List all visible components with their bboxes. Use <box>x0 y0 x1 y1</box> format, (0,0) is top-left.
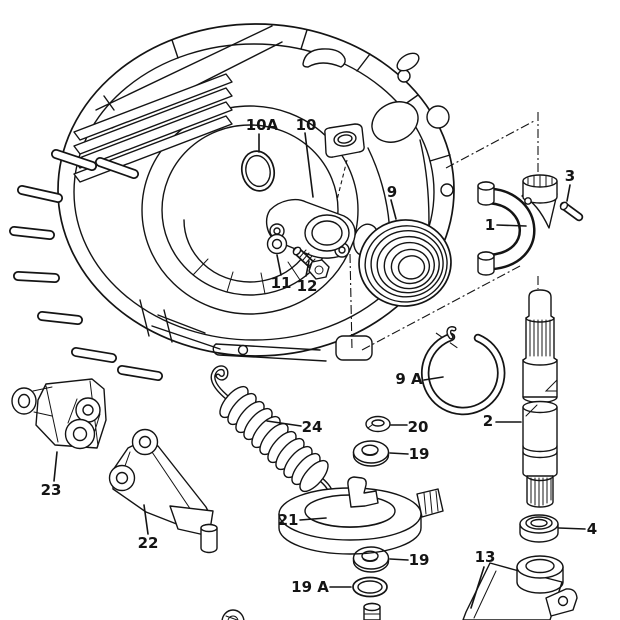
guide-tube-nut <box>324 123 365 158</box>
shaft-upper-2 <box>522 289 558 404</box>
bracket-23 <box>11 378 107 450</box>
release-ring-21 <box>278 476 444 555</box>
part-label-9: 9 <box>387 183 397 201</box>
part-label-24: 24 <box>302 418 323 436</box>
bottom-stud <box>363 602 381 620</box>
part-label-10: 10 <box>296 116 317 134</box>
retaining-clip-9a <box>420 326 506 416</box>
bracket-22 <box>108 428 218 554</box>
shaft-lower-2 <box>522 400 558 508</box>
part-label-19a: 19 A <box>291 578 329 596</box>
clutch-guide-tube <box>265 198 380 259</box>
part-label-19-lower: 19 <box>409 551 430 569</box>
spring-24 <box>210 365 334 508</box>
callout-labels: 10A 10 9 3 1 11 12 9 A 2 24 20 19 23 22 … <box>41 116 598 596</box>
part-label-20: 20 <box>408 418 429 436</box>
pin-3 <box>559 201 584 222</box>
part-label-3: 3 <box>565 167 575 185</box>
bearing-ring-4 <box>519 514 559 543</box>
bracket-13 <box>462 555 578 620</box>
part-label-9a: 9 A <box>395 370 423 388</box>
release-bearing-9 <box>358 219 452 307</box>
part-label-23: 23 <box>41 481 62 499</box>
bolt-12 <box>292 246 330 280</box>
o-ring-19a <box>352 576 388 598</box>
part-label-4: 4 <box>587 520 597 538</box>
part-label-1: 1 <box>485 216 495 234</box>
part-label-19-upper: 19 <box>409 445 430 463</box>
construction-lines <box>336 112 539 351</box>
part-label-21: 21 <box>278 511 299 529</box>
leader-lines <box>53 132 586 609</box>
o-ring-10a <box>240 150 276 192</box>
part-label-13: 13 <box>475 548 496 566</box>
clip-20 <box>365 415 391 433</box>
mounting-studs <box>9 149 163 381</box>
part-label-22: 22 <box>138 534 159 552</box>
part-label-11: 11 <box>271 274 292 292</box>
partial-part-bottom <box>221 609 245 620</box>
part-label-12: 12 <box>297 277 318 295</box>
release-fork-1 <box>477 174 558 276</box>
washer-19-upper <box>352 440 390 467</box>
lock-washer-11 <box>266 233 288 255</box>
part-label-2: 2 <box>483 412 493 430</box>
part-label-10a: 10A <box>246 116 279 134</box>
